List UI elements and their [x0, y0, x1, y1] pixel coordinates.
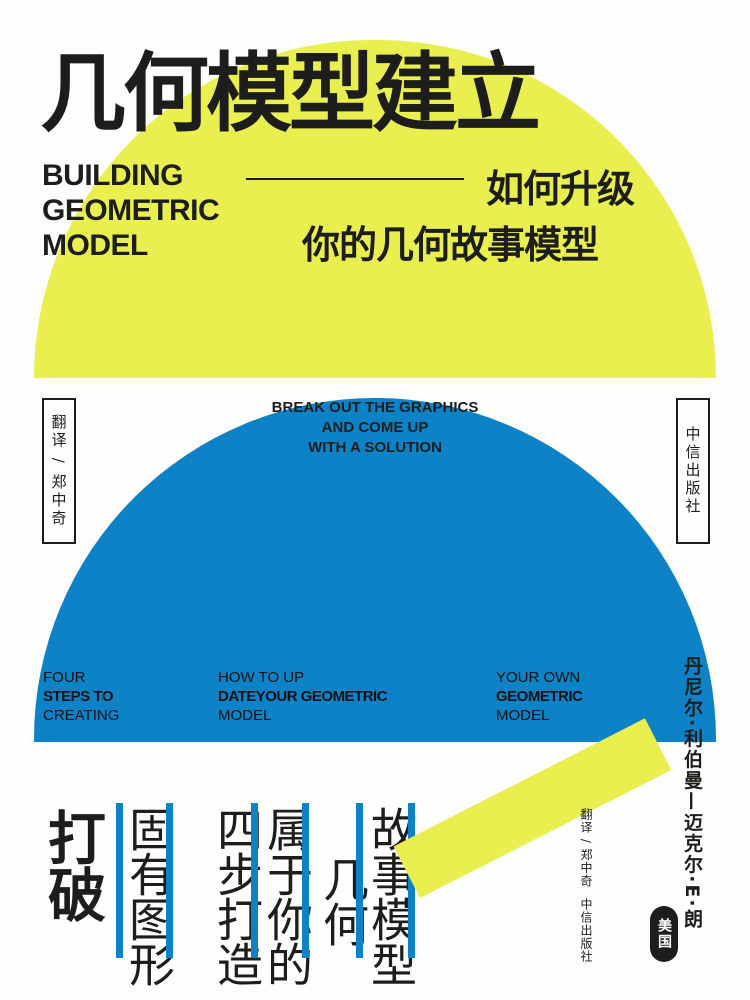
tagline-line: AND COME UP [321, 419, 429, 436]
title-cn: 几何模型建立 [40, 44, 541, 144]
title-en: BUILDING GEOMETRIC MODEL [42, 158, 220, 263]
country-badge: 美国 [650, 906, 678, 962]
title-en-line: MODEL [42, 229, 148, 262]
author-name: 丹尼尔·利伯曼—迈克尔·E·朗 [681, 656, 703, 930]
small-publisher: 中信出版社 [579, 898, 593, 963]
blue-bar [356, 803, 363, 958]
subtitle-line-2: 你的几何故事模型 [302, 223, 599, 267]
blue-bar [251, 803, 258, 958]
tagline-line: WITH A SOLUTION [308, 439, 442, 456]
tagline-line: BREAK OUT THE GRAPHICS [271, 399, 479, 416]
step-line: YOUR OWN [496, 669, 581, 686]
vertical-text-break: 打破 [38, 808, 106, 922]
blue-bar [166, 803, 173, 958]
blue-bar [302, 803, 309, 958]
step-line: MODEL [218, 707, 272, 724]
step-block-3: YOUR OWN GEOMETRIC MODEL [496, 668, 583, 725]
subtitle-line-1: 如何升级 [486, 167, 635, 211]
tagline: BREAK OUT THE GRAPHICS AND COME UP WITH … [220, 398, 530, 458]
title-divider [246, 178, 464, 180]
step-line: CREATING [43, 707, 120, 724]
step-line: FOUR [43, 669, 86, 686]
step-block-1: FOUR STEPS TO CREATING [43, 668, 119, 725]
step-line: STEPS TO [43, 688, 113, 705]
step-line: DATEYOUR GEOMETRIC [218, 688, 388, 705]
step-block-2: HOW TO UP DATEYOUR GEOMETRIC MODEL [218, 668, 388, 725]
small-translator: 翻译 / 郑中奇 [579, 808, 593, 888]
step-line: HOW TO UP [218, 669, 305, 686]
step-line: GEOMETRIC [496, 688, 583, 705]
translator-box: 翻译 / 郑中奇 [42, 398, 76, 544]
publisher-box: 中信出版社 [676, 398, 710, 544]
title-en-line: BUILDING [42, 159, 184, 192]
title-en-line: GEOMETRIC [42, 194, 220, 227]
step-line: MODEL [496, 707, 550, 724]
yellow-stripe [393, 718, 672, 898]
blue-bar [116, 803, 123, 958]
